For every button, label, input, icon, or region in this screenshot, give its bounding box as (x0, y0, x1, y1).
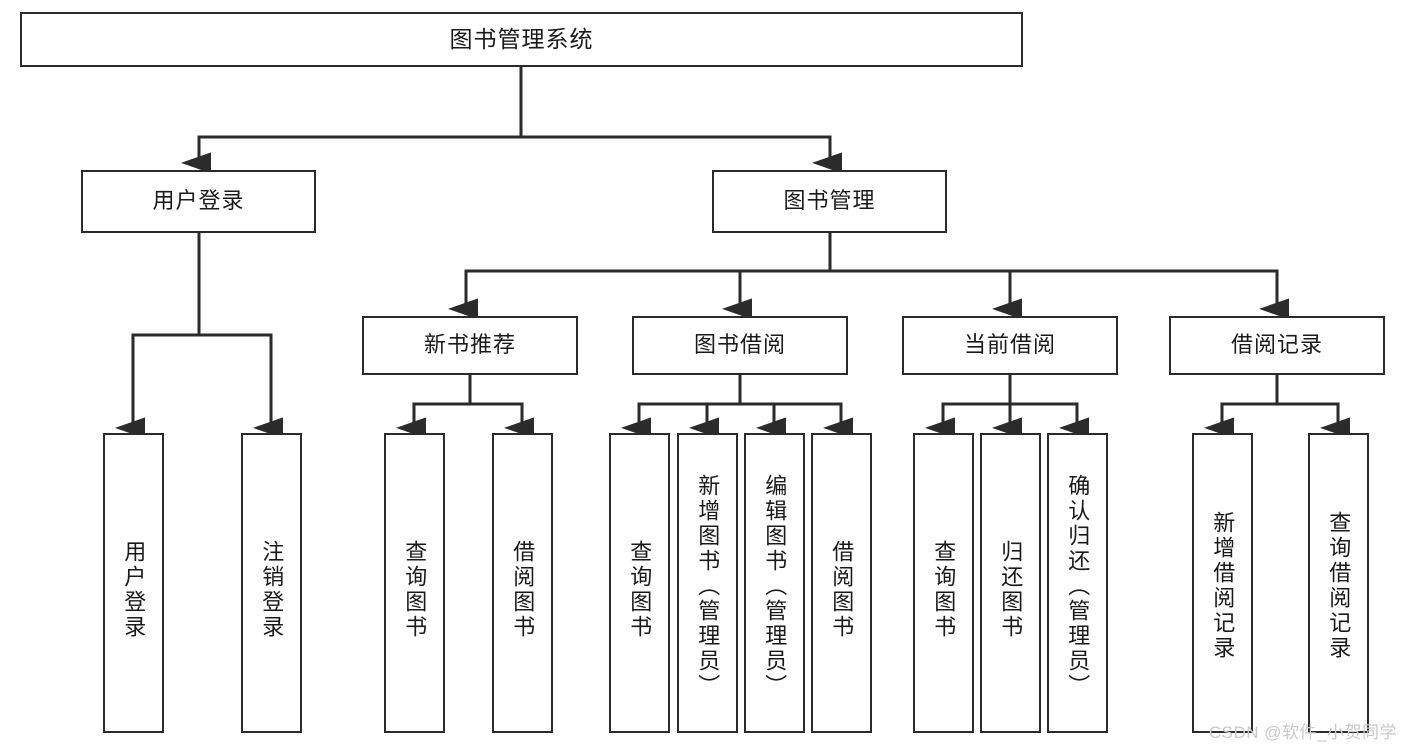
node-label: 用户登录 (152, 188, 245, 214)
leaf-logout-login[interactable]: 注销登录 (241, 433, 302, 733)
node-label: 用户登录 (121, 540, 147, 640)
node-label: 借阅记录 (1230, 332, 1323, 358)
node-borrow-record[interactable]: 借阅记录 (1169, 316, 1385, 375)
node-current-borrow[interactable]: 当前借阅 (902, 316, 1118, 375)
node-label: 注销登录 (259, 540, 285, 640)
node-label: 归还图书 (998, 540, 1024, 640)
node-label: 查询图书 (402, 540, 428, 640)
node-label: 查询借阅记录 (1326, 511, 1352, 661)
node-label: 图书借阅 (693, 332, 786, 358)
node-label: 查询图书 (627, 540, 653, 640)
node-book-management-system[interactable]: 图书管理系统 (20, 12, 1023, 67)
leaf-add-book-admin[interactable]: 新增图书（管理员） (677, 433, 738, 733)
leaf-query-book-current[interactable]: 查询图书 (913, 433, 974, 733)
node-label: 借阅图书 (510, 540, 536, 640)
node-label: 当前借阅 (963, 332, 1056, 358)
node-new-book-recommend[interactable]: 新书推荐 (362, 316, 578, 375)
node-label: 借阅图书 (829, 540, 855, 640)
node-user-login[interactable]: 用户登录 (81, 170, 316, 233)
node-book-borrow[interactable]: 图书借阅 (632, 316, 848, 375)
node-label: 查询图书 (931, 540, 957, 640)
leaf-user-login[interactable]: 用户登录 (103, 433, 164, 733)
leaf-return-book[interactable]: 归还图书 (980, 433, 1041, 733)
node-label: 编辑图书（管理员） (762, 473, 788, 699)
leaf-borrow-book[interactable]: 借阅图书 (811, 433, 872, 733)
leaf-confirm-return-admin[interactable]: 确认归还（管理员） (1047, 433, 1108, 733)
leaf-borrow-book-recommend[interactable]: 借阅图书 (492, 433, 553, 733)
leaf-query-borrow-record[interactable]: 查询借阅记录 (1308, 433, 1369, 733)
leaf-query-book-recommend[interactable]: 查询图书 (384, 433, 445, 733)
node-label: 新增借阅记录 (1210, 511, 1236, 661)
csdn-watermark: CSDN @软件_小贺同学 (1208, 723, 1397, 742)
node-label: 图书管理系统 (449, 25, 594, 52)
node-label: 新增图书（管理员） (695, 473, 721, 699)
node-label: 新书推荐 (423, 332, 516, 358)
leaf-edit-book-admin[interactable]: 编辑图书（管理员） (744, 433, 805, 733)
node-label: 确认归还（管理员） (1065, 473, 1091, 699)
node-label: 图书管理 (783, 188, 876, 214)
leaf-query-book-borrow[interactable]: 查询图书 (609, 433, 670, 733)
node-book-manage[interactable]: 图书管理 (712, 170, 947, 233)
leaf-add-borrow-record[interactable]: 新增借阅记录 (1192, 433, 1253, 733)
